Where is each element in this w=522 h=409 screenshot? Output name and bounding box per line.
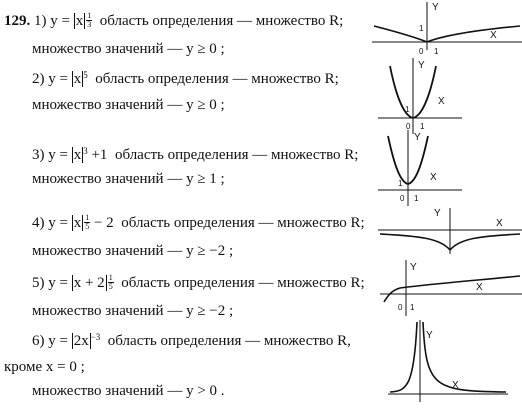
y-axis-label: Y <box>426 330 433 341</box>
range-text: множество значений — y ≥ 1 ; <box>32 171 225 187</box>
one-x-label: 1 <box>420 122 425 131</box>
curve <box>389 65 437 119</box>
function-prefix: y = <box>48 333 72 349</box>
x-axis-label: X <box>490 30 497 41</box>
function-prefix: y = <box>48 147 72 163</box>
one-y-label: 1 <box>405 105 410 114</box>
range-text: множество значений — y ≥ −2 ; <box>32 303 234 319</box>
x-axis-label: X <box>496 218 503 229</box>
function-base: x <box>71 215 84 231</box>
y-axis-label: Y <box>434 208 441 219</box>
one-x-label: 1 <box>410 303 415 312</box>
x-axis-label: X <box>430 172 437 183</box>
one-x-label: 1 <box>414 194 419 203</box>
item-number: 2) <box>32 71 45 87</box>
domain-text: область определения — множество R; <box>121 215 365 231</box>
item-3-range: множество значений — y ≥ 1 ; <box>32 170 225 188</box>
curve <box>387 135 429 185</box>
y-axis-label: Y <box>410 262 417 273</box>
graph-5: Y X 0 1 <box>380 260 522 316</box>
curve-left <box>389 321 418 393</box>
problem-number: 129. <box>4 13 31 29</box>
origin-label: 0 <box>419 47 424 56</box>
y-axis-label: Y <box>418 60 425 71</box>
curve-right <box>422 321 507 393</box>
one-x-label: 1 <box>434 47 439 56</box>
one-y-label: 1 <box>398 179 403 188</box>
function-suffix: +1 <box>87 147 108 163</box>
item-6-exception: кроме x = 0 ; <box>4 358 85 376</box>
x-axis-label: X <box>452 380 459 391</box>
domain-text: область определения — множество R; <box>95 71 339 87</box>
exception-text: кроме x = 0 ; <box>4 359 85 375</box>
function-base: x + 2 <box>71 275 107 291</box>
x-axis-label: X <box>476 282 483 293</box>
function-prefix: y = <box>48 71 72 87</box>
item-number: 1) <box>34 13 47 29</box>
range-text: множество значений — y ≥ 0 ; <box>32 97 225 113</box>
item-number: 3) <box>32 147 45 163</box>
domain-text: область определения — множество R; <box>114 147 359 163</box>
item-6-definition: 6) y = 2x−3 область определения — множес… <box>32 332 351 350</box>
item-6-range: множество значений — y > 0 . <box>32 382 225 400</box>
function-prefix: y = <box>48 215 72 231</box>
curve <box>383 275 521 303</box>
function-suffix: − 2 <box>90 215 114 231</box>
domain-text: область определения — множество R; <box>99 13 344 29</box>
origin-label: 0 <box>406 122 411 131</box>
item-1-range: множество значений — y ≥ 0 ; <box>32 40 225 58</box>
item-4-range: множество значений — y ≥ −2 ; <box>32 242 233 260</box>
x-axis-label: X <box>438 96 445 107</box>
function-base: x <box>71 147 84 163</box>
y-axis-label: Y <box>432 2 439 13</box>
function-exponent: −3 <box>90 332 101 342</box>
function-prefix: y = <box>48 275 72 291</box>
domain-text: область определения — множество R; <box>121 275 365 291</box>
graph-6: Y X <box>388 320 508 402</box>
function-prefix: y = <box>50 13 74 29</box>
curve <box>373 25 521 43</box>
origin-label: 0 <box>400 194 405 203</box>
item-number: 4) <box>32 215 45 231</box>
function-base: x <box>73 13 86 29</box>
graph-3: Y X 0 1 1 <box>378 130 462 206</box>
function-exponent: 3 <box>83 146 88 156</box>
graph-2: Y X 0 1 1 <box>378 58 462 134</box>
range-text: множество значений — y ≥ 0 ; <box>32 41 225 57</box>
range-text: множество значений — y > 0 . <box>32 383 225 399</box>
function-exponent: 5 <box>83 70 88 80</box>
range-text: множество значений — y ≥ −2 ; <box>32 243 234 259</box>
one-y-label: 1 <box>419 24 424 33</box>
y-axis-label: Y <box>414 132 421 143</box>
origin-label: 0 <box>398 303 403 312</box>
function-base: x <box>71 71 84 87</box>
graph-1: Y X 0 1 1 <box>372 2 522 56</box>
item-5-range: множество значений — y ≥ −2 ; <box>32 302 233 320</box>
item-2-range: множество значений — y ≥ 0 ; <box>32 96 225 114</box>
function-base: 2x <box>71 333 91 349</box>
domain-text: область определения — множество R, <box>107 333 351 349</box>
graph-4: Y X <box>378 208 522 254</box>
curve <box>379 233 521 252</box>
item-number: 6) <box>32 333 45 349</box>
item-number: 5) <box>32 275 45 291</box>
